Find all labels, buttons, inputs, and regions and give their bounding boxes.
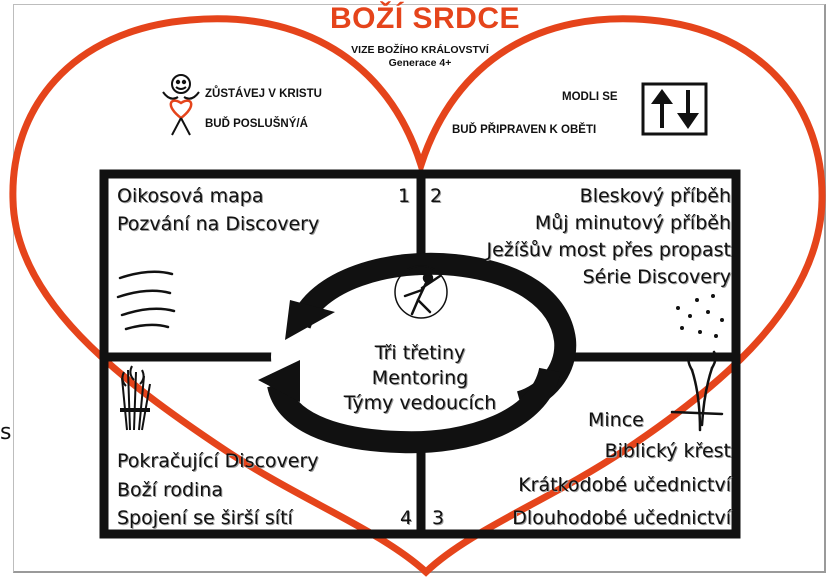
q2-item-4: Série Discovery — [582, 266, 731, 288]
up-down-arrows-icon — [641, 82, 708, 136]
q1-number: 1 — [398, 185, 411, 207]
q2-number: 2 — [430, 185, 443, 207]
q3-item-4: Dlouhodobé učednictví — [512, 507, 731, 529]
center-item-3: Týmy vedoucích — [343, 392, 497, 414]
seeds-icon — [676, 294, 724, 338]
q3-number: 3 — [432, 507, 445, 529]
command-abide: ZŮSTÁVEJ V KRISTU — [205, 88, 322, 100]
command-sacrifice: BUĎ PŘIPRAVEN K OBĚTI — [452, 124, 597, 136]
sower-icon — [394, 265, 448, 319]
q1-item-2: Pozvání na Discovery — [117, 213, 320, 235]
q2-item-1: Bleskový příběh — [579, 185, 731, 207]
q4-item-3: Spojení se širší sítí — [117, 507, 293, 529]
q2-item-3: Ježíšův most přes propast — [486, 239, 731, 261]
q4-item-1: Pokračující Discovery — [117, 450, 319, 472]
q2-item-2: Můj minutový příběh — [534, 212, 731, 234]
command-pray: MODLI SE — [562, 91, 618, 103]
page-title: BOŽÍ SRDCE — [330, 2, 521, 35]
q4-item-2: Boží rodina — [117, 479, 223, 501]
slide-frame — [13, 4, 826, 573]
center-item-1: Tři třetiny — [374, 342, 466, 364]
command-obey: BUĎ POSLUŠNÝ/Á — [205, 118, 308, 130]
q4-number: 4 — [400, 507, 413, 529]
q1-item-1: Oikosová mapa — [117, 185, 264, 207]
q3-item-2: Biblický křest — [604, 440, 731, 462]
cycle-arrows-icon — [258, 252, 577, 454]
q3-item-3: Krátkodobé učednictví — [518, 474, 731, 496]
vision-subtitle: VIZE BOŽÍHO KRÁLOVSTVÍ — [351, 44, 489, 56]
heart-outline — [9, 15, 826, 577]
stick-figure-heart-icon — [162, 74, 200, 136]
center-item-2: Mentoring — [371, 367, 469, 389]
sprout-icon — [670, 350, 724, 432]
generation-label: Generace 4+ — [388, 57, 452, 69]
edge-fragment-text: s — [0, 420, 12, 445]
wind-lines-icon — [116, 270, 176, 331]
wheat-sheaf-icon — [120, 365, 151, 431]
q3-item-1: Mince — [588, 409, 644, 431]
